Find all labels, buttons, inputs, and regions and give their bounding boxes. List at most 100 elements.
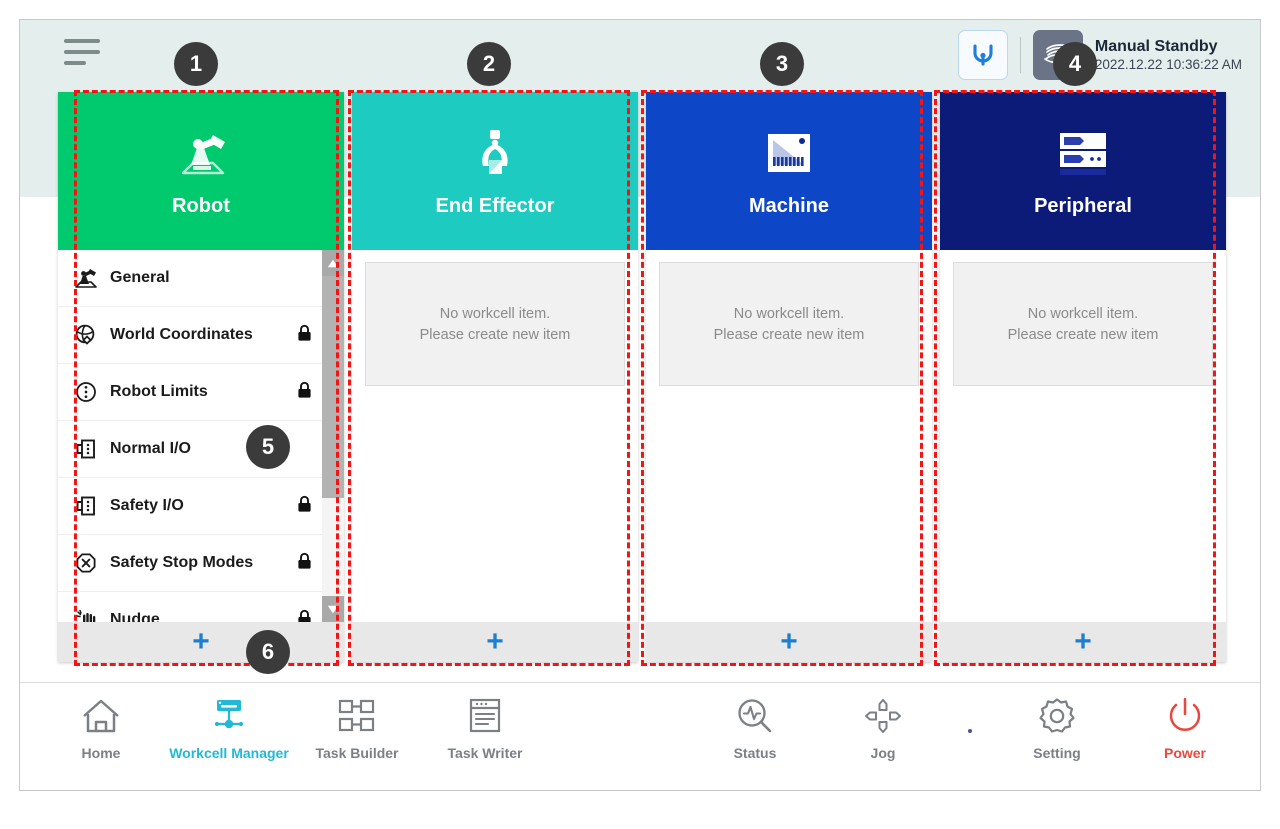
scroll-thumb[interactable] [322,276,344,498]
gear-icon [1039,698,1075,733]
manual-hand-icon[interactable] [1032,30,1083,80]
empty-state-line1: No workcell item. [733,305,845,322]
nav-label: Home [81,745,121,761]
stop-octagon-icon [71,551,101,575]
empty-state-peripheral: No workcell item. Please create new item [953,262,1213,386]
nav-label: Status [733,745,777,761]
status-datetime: 2022.12.22 10:36:22 AM [1094,56,1242,72]
menu-item-label: Safety I/O [110,497,184,514]
status-text-block: Manual Standby 2022.12.22 10:36:22 AM [1095,37,1242,74]
cobot-reset-icon[interactable] [957,30,1008,80]
globe-axis-icon [71,323,101,347]
header-status-group: Manual Standby 2022.12.22 10:36:22 AM [957,29,1242,81]
menu-item-label: Nudge [110,611,160,622]
nav-label: Task Writer [447,745,523,761]
menu-item-label: Robot Limits [110,383,208,400]
peripheral-rack-icon [1056,125,1110,183]
add-peripheral-item-button[interactable]: + [940,622,1226,662]
lock-icon [292,552,312,575]
card-title-robot: Robot [172,194,230,217]
card-body-robot: General 🔒 World Coordinates [58,250,344,622]
hamburger-line [64,61,86,65]
bottom-nav-right-group: Status Jog Set [712,693,1228,761]
empty-state-line1: No workcell item. [439,305,551,322]
menu-item-label: General [110,269,170,286]
card-header-machine[interactable]: Machine [646,92,932,250]
application-frame: Manual Standby 2022.12.22 10:36:22 AM [19,19,1261,791]
workcell-card-peripheral: Peripheral No workcell item. Please crea… [940,92,1226,662]
card-body-end-effector: No workcell item. Please create new item [352,250,638,622]
nav-label: Setting [1033,745,1081,761]
robot-menu-list: General 🔒 World Coordinates [58,250,322,622]
nav-item-status[interactable]: Status [712,693,798,761]
menu-item-safety-stop-modes[interactable]: Safety Stop Modes [58,535,322,592]
scroll-up-arrow-icon[interactable] [322,250,344,276]
add-robot-item-button[interactable]: + [58,622,344,662]
robot-menu-scrollbar[interactable] [322,250,344,622]
scroll-down-arrow-icon[interactable] [322,596,344,622]
lock-icon [292,609,312,622]
robot-arm-icon [71,267,101,289]
plus-icon: + [1074,625,1092,658]
card-title-end-effector: End Effector [435,194,555,217]
workcell-card-end-effector: End Effector No workcell item. Please cr… [352,92,638,662]
plus-icon: + [780,625,798,658]
menu-item-safety-io[interactable]: Safety I/O [58,478,322,535]
nav-label: Jog [870,745,896,761]
gripper-icon [472,125,518,183]
hamburger-line [64,50,100,54]
workcell-node-icon [208,693,250,739]
power-icon [1169,697,1201,731]
hamburger-line [64,39,100,43]
bottom-nav-left-group: Home Workcell Manager [58,693,528,761]
jog-arrows-icon [865,699,901,733]
empty-state-machine: No workcell item. Please create new item [659,262,919,386]
empty-state-line1: No workcell item. [1027,305,1139,322]
lock-icon [292,324,312,347]
menu-item-general[interactable]: General 🔒 [58,250,322,307]
lock-icon [292,381,312,404]
nav-item-jog[interactable]: Jog [840,693,926,761]
menu-item-label: Safety Stop Modes [110,554,254,571]
add-machine-item-button[interactable]: + [646,622,932,662]
menu-item-world-coordinates[interactable]: World Coordinates [58,307,322,364]
nav-item-power[interactable]: Power [1142,693,1228,761]
card-header-peripheral[interactable]: Peripheral [940,92,1226,250]
menu-item-label: World Coordinates [110,326,253,343]
add-end-effector-item-button[interactable]: + [352,622,638,662]
nav-label: Task Builder [315,745,399,761]
nav-item-task-builder[interactable]: Task Builder [314,693,400,761]
nav-item-home[interactable]: Home [58,693,144,761]
task-builder-icon [338,699,375,732]
machine-icon [764,125,814,183]
nav-item-task-writer[interactable]: Task Writer [442,693,528,761]
home-icon [81,693,121,739]
io-port-icon [71,437,101,461]
nav-label: Workcell Manager [169,745,289,761]
menu-item-robot-limits[interactable]: Robot Limits [58,364,322,421]
nav-item-setting[interactable]: Setting [1014,693,1100,761]
nudge-hand-icon [71,609,101,622]
menu-item-label: Normal I/O [110,440,191,457]
bottom-navigation-bar: Home Workcell Manager [20,682,1260,790]
menu-item-normal-io[interactable]: Normal I/O 🔒 [58,421,322,478]
card-body-peripheral: No workcell item. Please create new item [940,250,1226,622]
empty-state-line2: Please create new item [1007,326,1159,343]
plus-icon: + [486,625,504,658]
empty-state-line2: Please create new item [419,326,571,343]
nav-item-workcell-manager[interactable]: Workcell Manager [169,693,289,761]
robot-arm-icon [173,125,229,183]
card-header-end-effector[interactable]: End Effector [352,92,638,250]
workcell-card-robot: Robot [58,92,344,662]
hamburger-menu-icon[interactable] [60,34,104,74]
plus-icon: + [192,625,210,658]
empty-state-end-effector: No workcell item. Please create new item [365,262,625,386]
task-writer-icon [469,698,501,733]
card-header-robot[interactable]: Robot [58,92,344,250]
header-divider [1019,37,1021,73]
card-title-peripheral: Peripheral [1034,194,1132,217]
nav-separator-dot [968,729,972,733]
status-title: Manual Standby [1094,37,1218,55]
nav-label: Power [1163,745,1206,761]
menu-item-nudge[interactable]: Nudge [58,592,322,622]
